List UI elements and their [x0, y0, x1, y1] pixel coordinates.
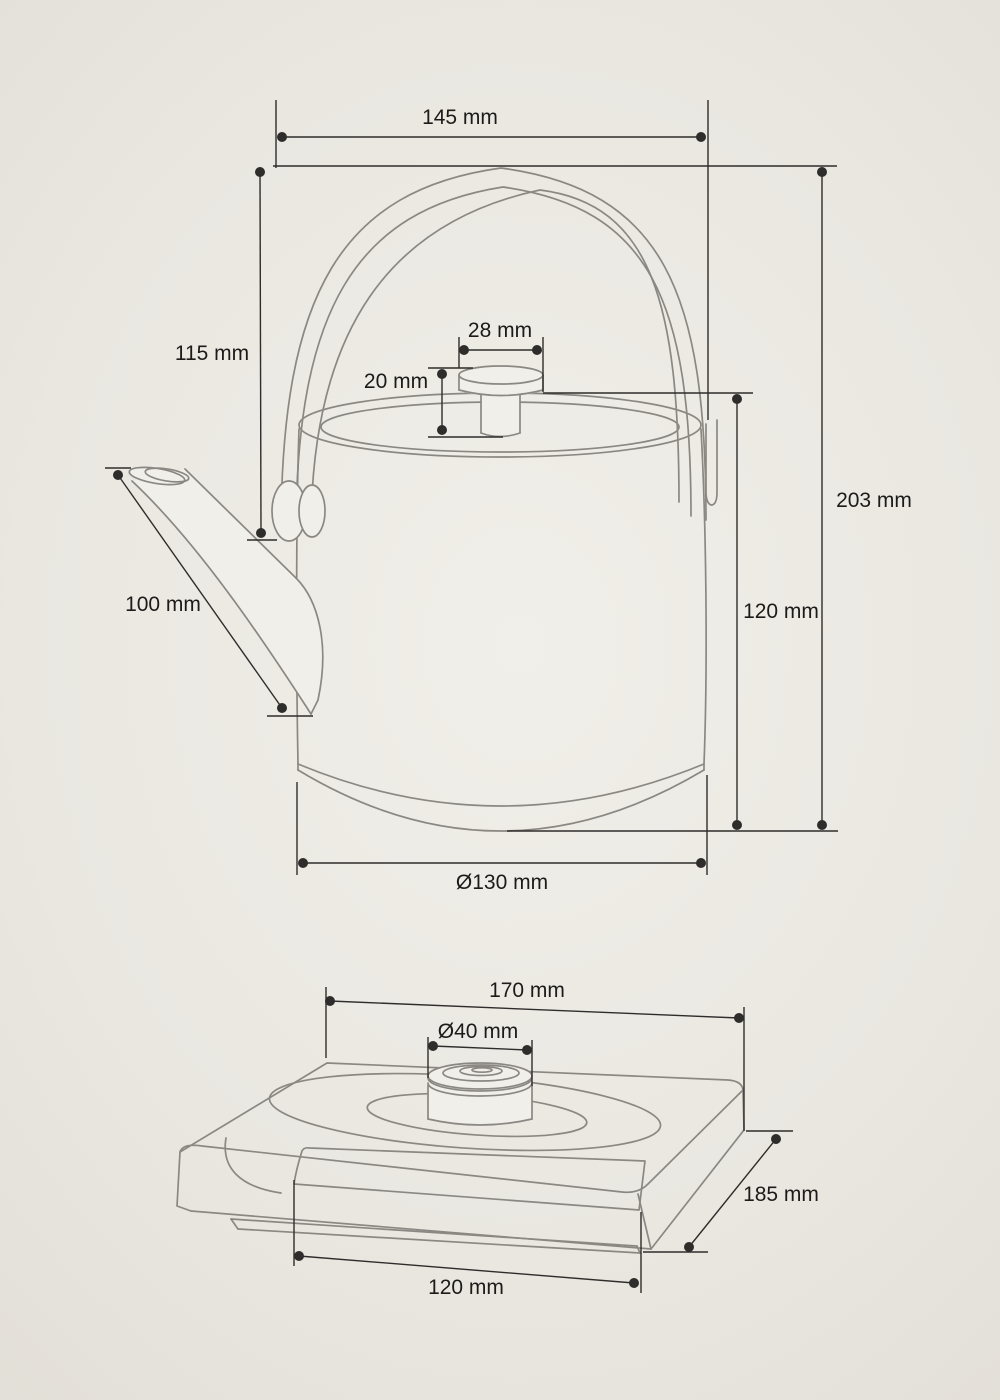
- dim-dot: [325, 996, 335, 1006]
- dim-dot: [732, 820, 742, 830]
- dim-dot: [817, 820, 827, 830]
- base-boss-cylinder-bottom: [427, 1118, 533, 1126]
- handle-hinge-pin-ellipse: [298, 484, 326, 538]
- label-front-width: 120 mm: [428, 1276, 504, 1299]
- label-base-depth: 185 mm: [743, 1183, 819, 1206]
- kettle-spout-lower-edge: [131, 480, 312, 715]
- kettle-spout-tip-inner-ellipse: [144, 467, 190, 483]
- handle-right-strap: [705, 419, 718, 506]
- base-dimensions: [293, 987, 793, 1293]
- dim-dot: [817, 167, 827, 177]
- kettle-body-right-edge: [700, 428, 707, 765]
- dim-dot: [294, 1251, 304, 1261]
- kettle-handle-inner-arc: [310, 189, 680, 534]
- lid-knob-fill: [459, 374, 543, 438]
- base-left-face: [176, 1151, 192, 1212]
- dim-115-line: [259, 172, 262, 534]
- label-base-diameter: Ø130 mm: [456, 871, 548, 894]
- dim-dot: [298, 858, 308, 868]
- base-boss-ring-4: [471, 1066, 493, 1074]
- base-boss-ring-2: [442, 1064, 520, 1082]
- dim-28-extension-lines: [458, 337, 544, 392]
- dim-20-ticks: [428, 367, 503, 438]
- base-front-scoop-curve: [224, 1137, 282, 1194]
- dim-dot: [459, 345, 469, 355]
- dim-170-line: [329, 1000, 740, 1019]
- dim-120b-extension-lines: [293, 1180, 642, 1293]
- dim-185-line: [688, 1138, 777, 1248]
- base-boss-cylinder-sides: [427, 1084, 533, 1120]
- kettle-spout-root-curve: [295, 577, 324, 715]
- base-foot-top-line: [230, 1218, 638, 1247]
- label-base-width: 170 mm: [489, 979, 565, 1002]
- label-lid-knob-width: 28 mm: [468, 319, 532, 342]
- dim-dot: [437, 425, 447, 435]
- lid-knob-cap-bottom-arc: [458, 389, 544, 397]
- base-foot-right-edge: [636, 1245, 641, 1254]
- base-boss-lip-arc-2: [427, 1082, 533, 1097]
- base-boss-ring-3: [459, 1065, 503, 1077]
- label-socket-diameter: Ø40 mm: [438, 1020, 519, 1043]
- label-spout-length: 100 mm: [125, 593, 201, 616]
- label-overall-height: 203 mm: [836, 489, 912, 512]
- dim-dot: [437, 369, 447, 379]
- dim-dot: [428, 1041, 438, 1051]
- dim-145-extension-lines: [275, 100, 709, 420]
- dim-dot: [684, 1242, 694, 1252]
- dim-130-extension-lines: [296, 775, 708, 875]
- base-boss-lip-arc: [427, 1077, 533, 1092]
- dim-dot: [771, 1134, 781, 1144]
- base-right-face-edges: [650, 1089, 745, 1250]
- dim-dot: [277, 132, 287, 142]
- label-lid-knob-height: 20 mm: [364, 370, 428, 393]
- base-front-recess-panel: [293, 1146, 646, 1211]
- dim-100-ticks: [105, 467, 313, 717]
- kettle-base-upper-arc: [297, 763, 705, 807]
- dim-40-extension-lines: [427, 1037, 533, 1086]
- dim-40-line: [432, 1045, 528, 1051]
- kettle-dimensions: [105, 100, 838, 875]
- base-foot-left-edge: [230, 1218, 239, 1230]
- dim-dot: [113, 470, 123, 480]
- dim-170-extension-lines: [325, 987, 745, 1131]
- kettle-drawing: [128, 167, 718, 832]
- dimension-labels: 145 mm 115 mm 28 mm 20 mm 203 mm 120 mm …: [125, 106, 912, 1299]
- label-body-height: 120 mm: [743, 600, 819, 623]
- dim-dot: [532, 345, 542, 355]
- dim-100-line: [117, 474, 283, 709]
- dim-dot: [629, 1278, 639, 1288]
- dim-dot: [732, 394, 742, 404]
- dim-dot: [696, 858, 706, 868]
- dim-dot: [734, 1013, 744, 1023]
- dim-185-ticks: [643, 1130, 793, 1253]
- kettle-base-lower-arc: [297, 769, 705, 832]
- kettle-spout-upper-edge: [184, 468, 297, 579]
- dim-dot: [277, 703, 287, 713]
- lid-knob-stem: [480, 394, 521, 434]
- base-top-surface-outline: [179, 1062, 744, 1194]
- kettle-handle-outer-arc: [280, 167, 707, 534]
- kettle-handle-middle-arc: [295, 186, 692, 534]
- dim-dot: [256, 528, 266, 538]
- dim-120b-line: [298, 1255, 635, 1284]
- dim-dot: [255, 167, 265, 177]
- base-foot-bottom-line: [237, 1228, 641, 1254]
- label-handle-height: 115 mm: [175, 342, 249, 365]
- dim-dot: [696, 132, 706, 142]
- base-drawing: [176, 1062, 745, 1254]
- dim-dot: [522, 1045, 532, 1055]
- label-handle-width: 145 mm: [422, 106, 498, 129]
